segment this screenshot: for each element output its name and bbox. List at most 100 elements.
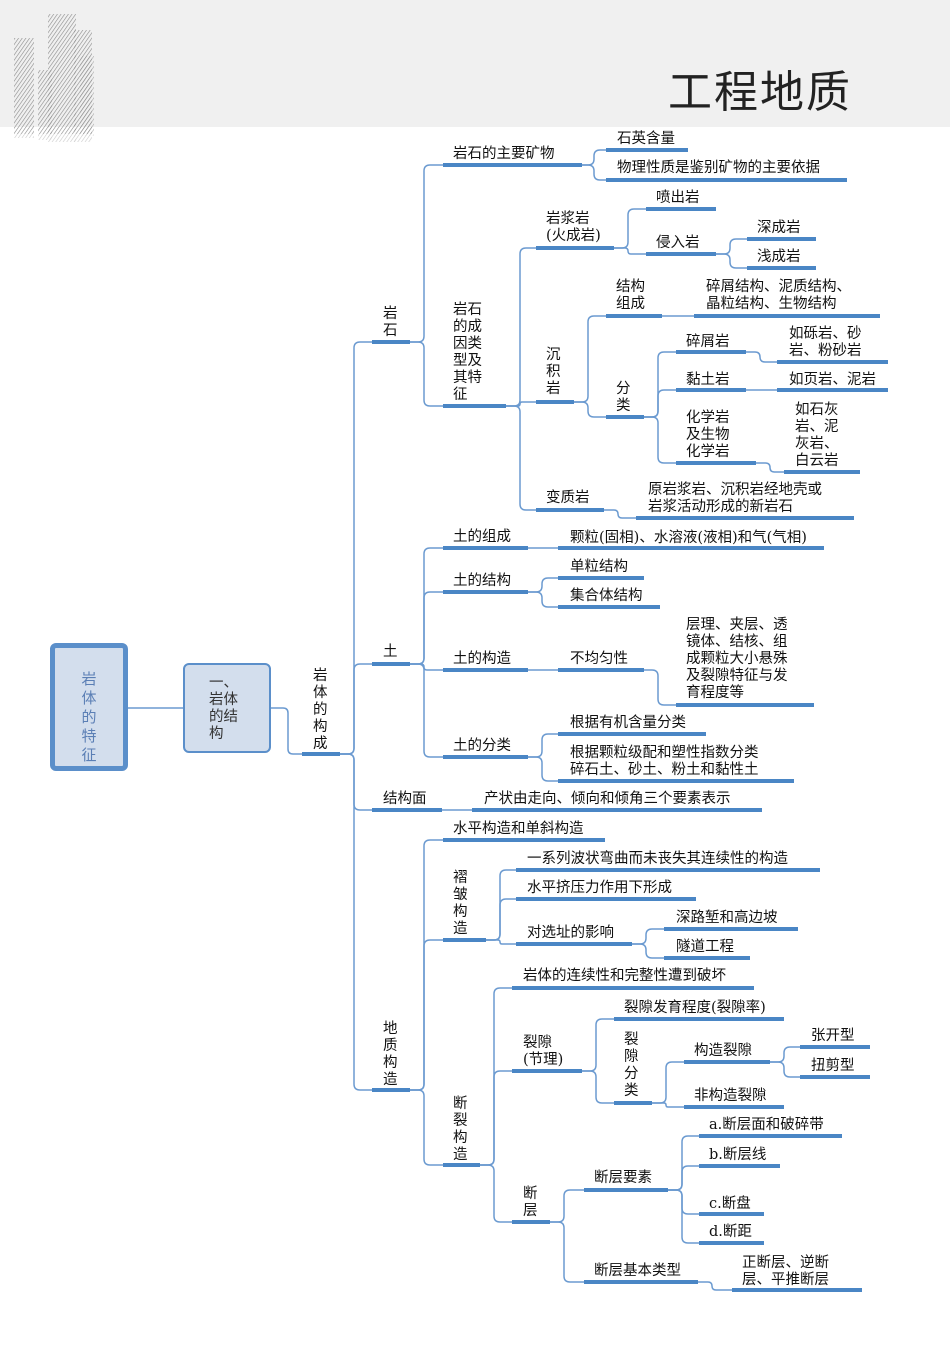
node-struct-comp-detail[interactable]: 碎屑结构、泥质结构、 晶粒结构、生物结构 — [706, 279, 851, 312]
node-clay-ex[interactable]: 如页岩、泥岩 — [789, 372, 876, 388]
edge-metamorphic-metamorphic_desc — [604, 509, 636, 519]
node-soil-constr[interactable]: 土的构造 — [453, 651, 511, 667]
node-fold-def[interactable]: 一系列波状弯曲而未丧失其连续性的构造 — [527, 851, 788, 867]
node-rock[interactable]: 岩 石 — [383, 306, 398, 339]
page-header: 工程地质 — [0, 0, 950, 146]
node-fault-c[interactable]: c.断盘 — [709, 1196, 751, 1212]
node-aggregate[interactable]: 集合体结构 — [570, 588, 643, 604]
edge-fold-fold_def — [486, 869, 516, 941]
node-horizontal[interactable]: 水平构造和单斜构造 — [453, 821, 584, 837]
node-rock-minerals[interactable]: 岩石的主要矿物 — [453, 146, 555, 162]
node-igneous[interactable]: 岩浆岩 (火成岩) — [546, 211, 601, 244]
node-fracture[interactable]: 断 裂 构 造 — [453, 1096, 468, 1163]
node-intrusive[interactable]: 侵入岩 — [656, 235, 700, 251]
edge-chemical-chemical_ex — [756, 462, 784, 473]
node-hypabyssal[interactable]: 浅成岩 — [757, 249, 801, 265]
edge-fault_elements-fault_b — [668, 1165, 699, 1191]
node-clay-rock[interactable]: 黏土岩 — [686, 372, 730, 388]
node-joint-rate[interactable]: 裂隙发育程度(裂隙率) — [624, 1000, 766, 1016]
node-hetero-desc[interactable]: 层理、夹层、透 镜体、结核、组 成颗粒大小悬殊 及裂隙特征与发 育程度等 — [686, 617, 788, 701]
node-classify[interactable]: 分 类 — [616, 381, 631, 414]
node-tension[interactable]: 张开型 — [811, 1028, 855, 1044]
edge-soil_struct-aggregate — [528, 591, 558, 608]
node-joint[interactable]: 裂隙 (节理) — [523, 1035, 564, 1068]
edge-soil_class-by_organic — [528, 733, 558, 758]
page-title: 工程地质 — [668, 67, 852, 118]
node-tunnel[interactable]: 隧道工程 — [676, 939, 734, 955]
node-metamorphic[interactable]: 变质岩 — [546, 490, 590, 506]
node-shear[interactable]: 扭剪型 — [811, 1058, 855, 1074]
edge-heterogeneity-hetero_desc — [644, 669, 676, 706]
node-extrusive[interactable]: 喷出岩 — [656, 190, 700, 206]
node-chemical-ex[interactable]: 如石灰 岩、泥 灰岩、 白云岩 — [795, 402, 839, 469]
edge-composition-geo_struct — [340, 753, 372, 1091]
node-single-grain[interactable]: 单粒结构 — [570, 559, 628, 575]
node-sedimentary[interactable]: 沉 积 岩 — [546, 347, 561, 397]
edge-fold-site_effect — [486, 939, 516, 945]
node-fault[interactable]: 断 层 — [523, 1186, 538, 1219]
edge-clastic-clastic_ex — [746, 351, 777, 363]
node-clastic[interactable]: 碎屑岩 — [686, 334, 730, 350]
node-rock-genesis[interactable]: 岩石 的成 因类 型及 其特 征 — [453, 302, 482, 403]
node-soil-comp[interactable]: 土的组成 — [453, 529, 511, 545]
node-fault-b[interactable]: b.断层线 — [709, 1147, 767, 1163]
node-heterogeneity[interactable]: 不均匀性 — [570, 651, 628, 667]
node-soil[interactable]: 土 — [383, 644, 398, 660]
edge-fault-fault_types — [550, 1221, 584, 1283]
edge-site_effect-tunnel — [632, 943, 664, 959]
node-fault-elements[interactable]: 断层要素 — [594, 1170, 652, 1186]
city-skyline-logo — [10, 14, 102, 146]
node-fault-types-list[interactable]: 正断层、逆断 层、平推断层 — [742, 1255, 829, 1288]
node-soil-class[interactable]: 土的分类 — [453, 738, 511, 754]
node-chemical[interactable]: 化学岩 及生物 化学岩 — [686, 410, 730, 460]
edge-sedimentary-struct_comp — [574, 315, 606, 403]
node-soil-comp-desc[interactable]: 颗粒(固相)、水溶液(液相)和气(气相) — [570, 530, 807, 546]
root-node[interactable]: 岩 体 的 特 征 — [50, 643, 128, 771]
edge-joint_class-non_tectonic — [652, 1102, 684, 1108]
node-joint-class[interactable]: 裂 隙 分 类 — [624, 1032, 639, 1099]
node-struct-comp[interactable]: 结构 组成 — [616, 279, 645, 312]
node-tectonic-joint[interactable]: 构造裂隙 — [694, 1043, 752, 1059]
level1-node[interactable]: 一、 岩体 的结 构 — [183, 663, 271, 753]
edge-rock_genesis-sedimentary — [506, 401, 536, 407]
node-fold-force[interactable]: 水平挤压力作用下形成 — [527, 880, 672, 896]
node-attitude[interactable]: 产状由走向、倾向和倾角三个要素表示 — [484, 791, 731, 807]
edge-fold-fold_force — [486, 898, 516, 941]
edge-fracture-joint — [480, 1070, 512, 1166]
node-clastic-ex[interactable]: 如砾岩、砂 岩、粉砂岩 — [789, 326, 862, 359]
node-plutonic[interactable]: 深成岩 — [757, 220, 801, 236]
node-quartz[interactable]: 石英含量 — [617, 131, 675, 147]
edge-rock_minerals-physical — [582, 164, 606, 181]
node-geo-struct[interactable]: 地 质 构 造 — [383, 1021, 398, 1088]
edge-rock_genesis-metamorphic — [506, 405, 536, 511]
edge-rock-rock_genesis — [410, 341, 443, 407]
edge-fault_elements-fault_a — [668, 1135, 699, 1191]
node-continuity[interactable]: 岩体的连续性和完整性遭到破坏 — [523, 968, 726, 984]
edge-geo_struct-fracture — [410, 1089, 443, 1166]
node-by-organic[interactable]: 根据有机含量分类 — [570, 715, 686, 731]
edge-joint_class-tectonic_joint — [652, 1061, 684, 1104]
node-site-effect[interactable]: 对选址的影响 — [527, 925, 614, 941]
edge-composition-rock — [340, 341, 372, 755]
edge-intrusive-plutonic — [716, 238, 747, 255]
edge-joint-joint_class — [582, 1070, 614, 1104]
edge-composition-struct_plane — [340, 753, 372, 811]
node-metamorphic-desc[interactable]: 原岩浆岩、沉积岩经地壳或 岩浆活动形成的新岩石 — [648, 482, 822, 515]
edge-geo_struct-horizontal — [410, 839, 443, 1091]
edge-geo_struct-fold — [410, 939, 443, 1091]
node-non-tectonic[interactable]: 非构造裂隙 — [694, 1088, 767, 1104]
node-struct-plane[interactable]: 结构面 — [383, 791, 427, 807]
node-fold[interactable]: 褶 皱 构 造 — [453, 870, 468, 937]
node-deep-cut[interactable]: 深路堑和高边坡 — [676, 910, 778, 926]
edge-sedimentary-classify — [574, 401, 606, 418]
node-physical[interactable]: 物理性质是鉴别矿物的主要依据 — [617, 160, 820, 176]
node-composition[interactable]: 岩 体 的 构 成 — [313, 668, 328, 752]
node-fault-a[interactable]: a.断层面和破碎带 — [709, 1117, 824, 1133]
node-fault-types[interactable]: 断层基本类型 — [594, 1263, 681, 1279]
node-soil-struct[interactable]: 土的结构 — [453, 573, 511, 589]
node-fault-d[interactable]: d.断距 — [709, 1224, 752, 1240]
node-by-grading[interactable]: 根据颗粒级配和塑性指数分类 碎石土、砂土、粉土和黏性土 — [570, 745, 759, 778]
edge-intrusive-hypabyssal — [716, 253, 747, 269]
level1-connector — [271, 707, 302, 755]
